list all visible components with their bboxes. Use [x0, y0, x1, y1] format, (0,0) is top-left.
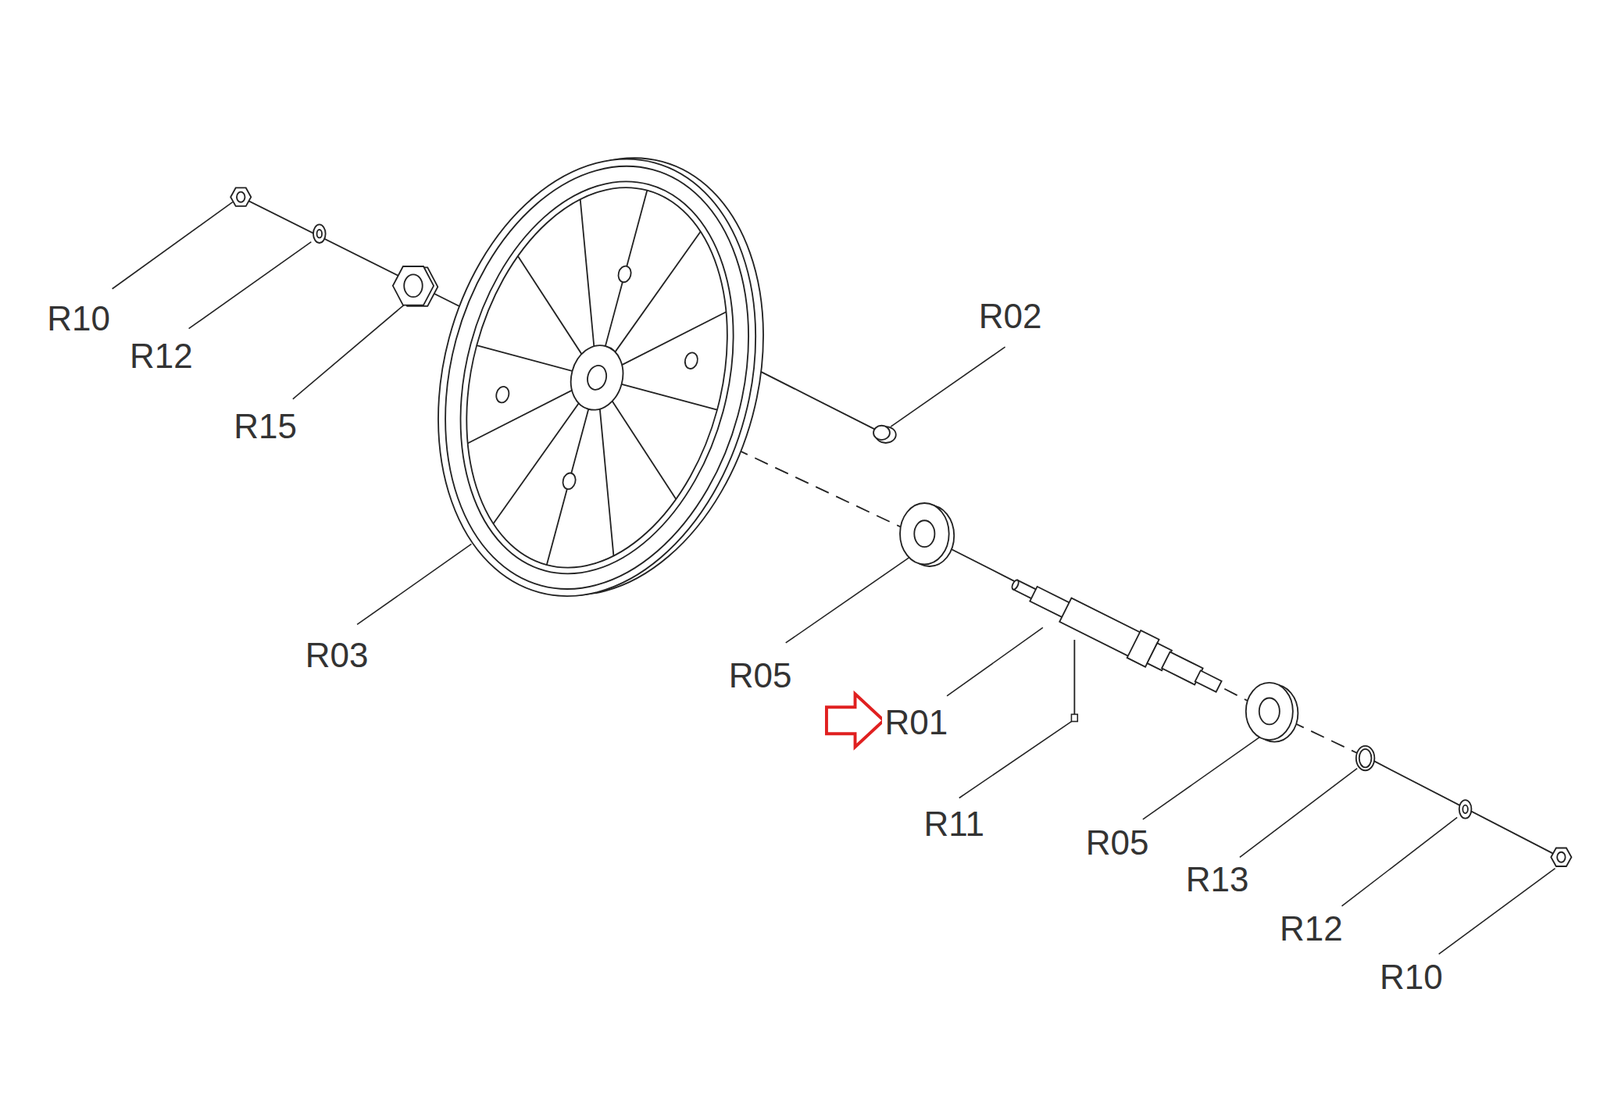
hex-nut [392, 266, 438, 307]
callout-label: R01 [882, 703, 952, 742]
bearing [900, 503, 954, 567]
callout-label: R15 [230, 407, 300, 446]
pointer-arrow [826, 693, 884, 747]
washer [1459, 800, 1472, 819]
callout-label: R03 [302, 636, 372, 675]
washer [313, 224, 326, 243]
callout-label: R12 [1276, 910, 1347, 948]
callout-label: R05 [725, 657, 796, 695]
retaining-ring [1356, 746, 1375, 771]
bearing [1246, 682, 1299, 743]
key [1071, 714, 1078, 722]
wheel [391, 120, 811, 635]
callout-label: R11 [920, 805, 987, 843]
shaft [1006, 570, 1226, 701]
leader-lines [112, 202, 1556, 955]
nut [230, 187, 251, 207]
callout-label: R02 [975, 297, 1046, 336]
callout-label: R12 [126, 337, 197, 375]
callout-label: R10 [43, 300, 114, 338]
callout-label: R10 [1376, 958, 1447, 997]
callout-label: R13 [1182, 860, 1253, 899]
callout-label: R05 [1082, 824, 1153, 862]
assembly-axis [240, 196, 1557, 855]
nut [1550, 848, 1572, 868]
pin [873, 425, 897, 443]
